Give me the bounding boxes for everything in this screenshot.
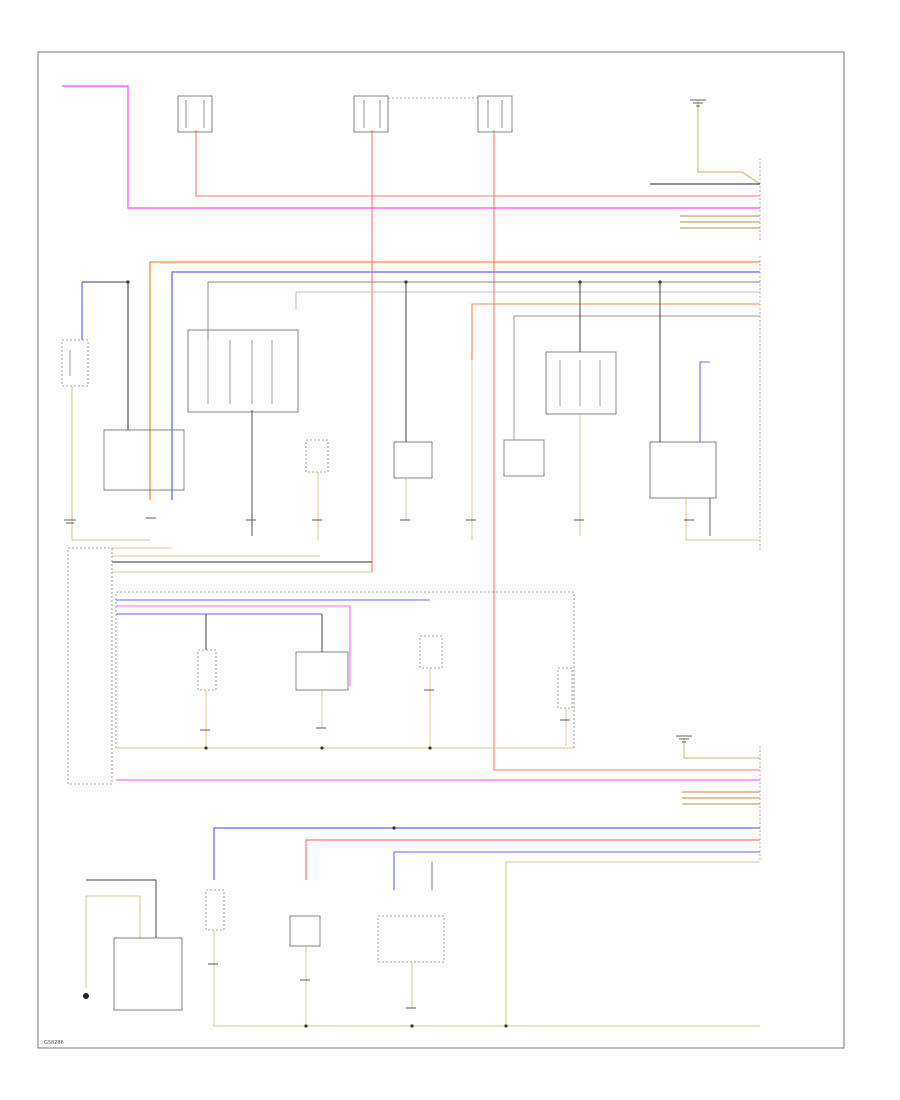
lower-switch-2 bbox=[295, 651, 349, 691]
small-box-mid bbox=[305, 439, 329, 473]
wire-blue-bottom-2 bbox=[393, 851, 760, 890]
fuse-block-2 bbox=[353, 95, 389, 133]
wire-tan-ground-2 bbox=[683, 738, 760, 759]
lower-switch-1 bbox=[197, 649, 217, 691]
wire-gray-1 bbox=[207, 281, 760, 340]
wire-gray-3 bbox=[513, 315, 760, 440]
wire-pink-lower bbox=[116, 605, 351, 686]
wire-black-left bbox=[82, 281, 129, 430]
left-connector-column bbox=[67, 547, 113, 785]
wire-pink-top bbox=[62, 85, 760, 209]
wire-tan-bundle-1 bbox=[71, 386, 150, 541]
wire-black-bl bbox=[86, 879, 157, 938]
wire-tan-bl-2 bbox=[86, 895, 141, 938]
lower-switch-3 bbox=[419, 635, 443, 669]
wire-red-fuse3 bbox=[493, 130, 760, 771]
diagram-frame bbox=[37, 51, 845, 1049]
splice-dots bbox=[126, 280, 662, 1028]
wire-blue-long bbox=[171, 271, 760, 500]
box-center-switch bbox=[393, 441, 433, 479]
fuse-block-1 bbox=[177, 95, 213, 133]
ground-symbols bbox=[64, 99, 706, 1009]
figure-id: G58286 bbox=[44, 1040, 64, 1046]
box-right-lower bbox=[649, 441, 717, 499]
box-center-right bbox=[503, 439, 545, 477]
wire-red-bottom bbox=[305, 839, 760, 880]
module-box-upper bbox=[187, 329, 299, 413]
wire-tan-top bbox=[697, 100, 761, 185]
wire-orange-long bbox=[149, 261, 760, 500]
bottom-switch-2 bbox=[289, 915, 321, 947]
wire-tan-bottom-right bbox=[505, 861, 760, 1026]
wire-gray-2 bbox=[295, 291, 760, 310]
switch-box-left bbox=[103, 429, 185, 491]
left-switch-component bbox=[61, 339, 89, 387]
wire-blue-right bbox=[699, 361, 710, 442]
lower-dashed-region bbox=[115, 591, 575, 749]
bottom-switch-1 bbox=[205, 889, 225, 931]
wire-tan-right bbox=[685, 498, 760, 541]
wire-red-fuse1 bbox=[195, 130, 760, 197]
bottom-switch-3 bbox=[377, 915, 445, 963]
lower-switch-4 bbox=[557, 667, 573, 709]
bottom-left-box bbox=[113, 937, 183, 1011]
fuse-block-3 bbox=[477, 95, 513, 133]
box-right-upper bbox=[545, 351, 617, 415]
wire-orange-2 bbox=[471, 303, 760, 360]
bottom-left-lamp bbox=[83, 993, 89, 999]
wire-blue-bottom bbox=[213, 827, 760, 880]
